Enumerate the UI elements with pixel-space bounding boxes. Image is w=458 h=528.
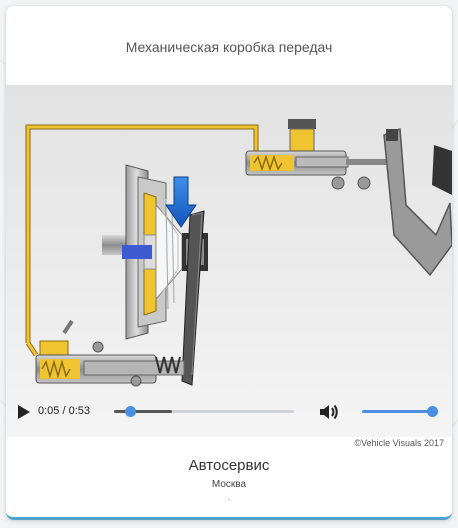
service-extra: . (227, 492, 231, 502)
current-time: 0:05 (38, 405, 60, 417)
video-card: Механическая коробка передач (6, 6, 452, 520)
play-icon (18, 405, 30, 419)
service-city: Москва (211, 479, 247, 490)
time-separator: / (59, 405, 69, 417)
clutch-animation-frame (6, 85, 452, 437)
duration: 0:53 (68, 405, 91, 417)
video-player[interactable]: 0:05 / 0:53 (6, 85, 452, 437)
volume-handle[interactable] (427, 406, 438, 417)
service-name: Автосервис (188, 457, 270, 474)
play-button[interactable] (16, 403, 32, 421)
progress-buffered (114, 410, 172, 413)
volume-icon (320, 404, 338, 420)
progress-bar[interactable] (114, 406, 294, 417)
copyright-text: ©Vehicle Visuals 2017 (354, 438, 444, 448)
volume-button[interactable] (318, 402, 340, 422)
progress-handle[interactable] (125, 406, 137, 417)
time-display: 0:05 / 0:53 (38, 405, 90, 417)
volume-slider[interactable] (362, 406, 438, 417)
card-title: Механическая коробка передач (125, 39, 333, 55)
player-controls: 0:05 / 0:53 (6, 391, 452, 437)
